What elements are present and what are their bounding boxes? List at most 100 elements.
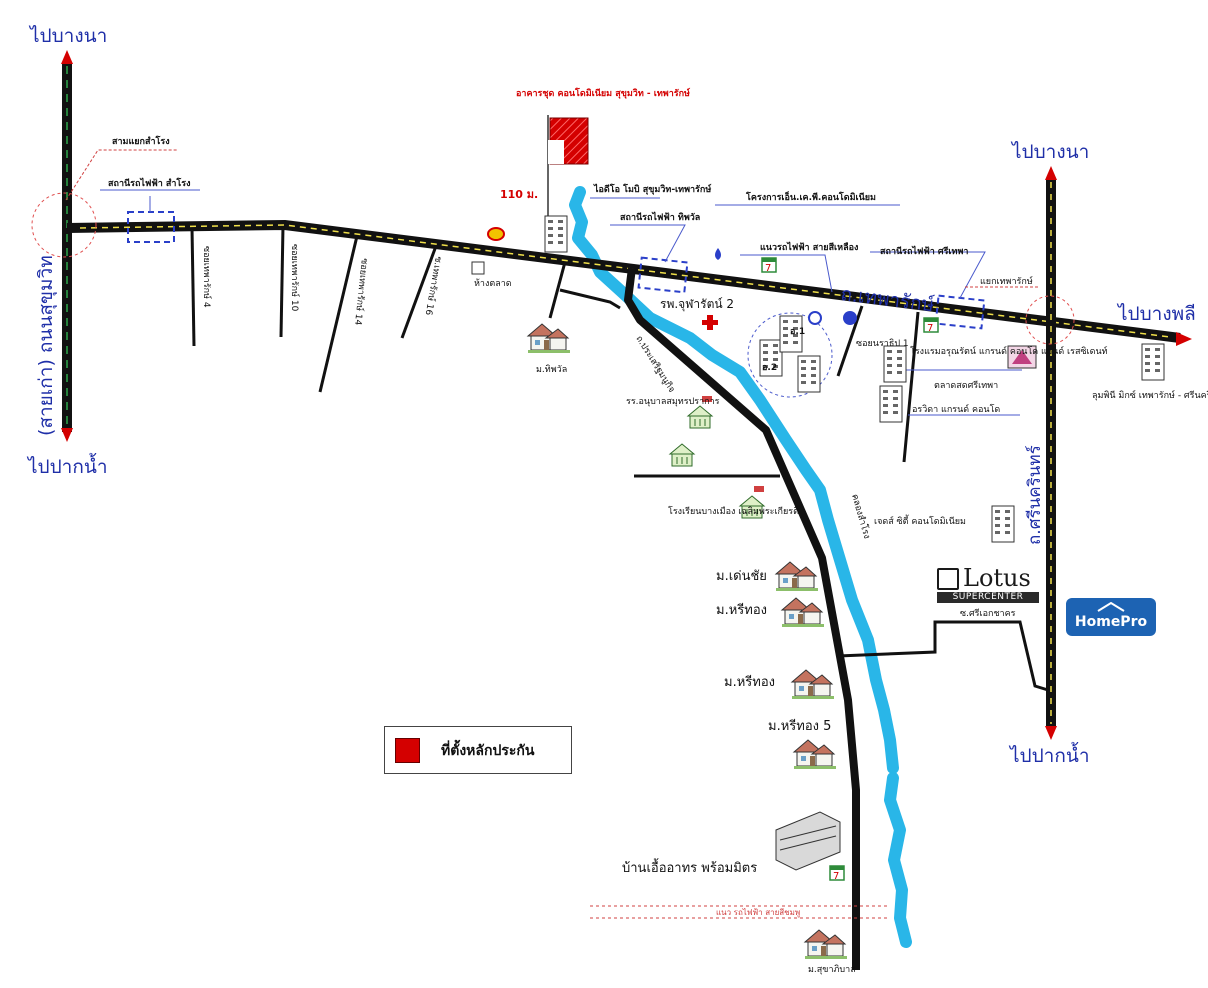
svg-text:7: 7 — [927, 323, 933, 334]
lumpini-label: ลุมพินี มิกซ์ เทพารักษ์ - ศรีนครินทร์ — [1092, 389, 1208, 401]
property-label: อาคารชุด คอนโดมิเนียม สุขุมวิท - เทพารัก… — [516, 87, 690, 99]
bts-samrong-marker — [127, 211, 175, 243]
tesco-icon — [471, 261, 485, 275]
soi-10 — [279, 225, 285, 338]
condo-b-building — [797, 355, 821, 393]
soi-tesco — [548, 261, 567, 319]
condo-paradee-label: ซอยนราธิป 1 — [856, 338, 909, 349]
soi-16-label: ซ.เทพารักษ์ 16 — [423, 255, 445, 316]
school-2-icon — [669, 443, 695, 467]
canal-line-label: แนว รถไฟฟ้า สายสีชมพู — [716, 908, 800, 918]
bts-thipwan-marker — [637, 256, 689, 294]
condo-a1-label: อ.1 — [790, 327, 805, 337]
bts-samrong-label: สถานีรถไฟฟ้า สำโรง — [108, 177, 191, 189]
village-suk-label: ม.สุขาภิบาล — [808, 964, 856, 975]
legend: ที่ตั้งหลักประกัน — [384, 726, 572, 774]
ban-ua-building — [775, 811, 841, 871]
soi-mid — [836, 305, 864, 377]
thepharak-junction-circle — [1025, 295, 1075, 345]
condo-project-label: โครงการเอ็น.เค.พี.คอนโดมิเนียม — [745, 190, 876, 203]
school-1-icon — [687, 405, 713, 429]
lotus-sub: SUPERCENTER — [937, 592, 1039, 603]
harris-building — [883, 345, 907, 383]
house-roof-icon — [1097, 602, 1125, 612]
condo-a2-label: อ.2 — [762, 363, 777, 373]
samrong-junction-circle — [31, 192, 97, 258]
lotus-road-label: ซ.ศรีเอกชาคร — [960, 608, 1016, 619]
ideo-label: ไอดีโอ โมบิ สุขุมวิท-เทพารักษ์ — [593, 183, 711, 195]
j-condo-building — [991, 505, 1015, 543]
prasertmanukit-road — [624, 267, 860, 970]
village-den-label: ม.เด่นชัย — [716, 569, 767, 584]
village-den-icon — [775, 561, 819, 592]
dir-right-bottom: ไปปากน้ำ — [1008, 742, 1090, 767]
bank-icon — [843, 311, 857, 325]
road-thepharak-label: ถ.เทพารักษ์ — [839, 283, 935, 316]
ban-ua-label: บ้านเอื้ออาทร พร้อมมิตร — [622, 858, 757, 876]
soi-village — [559, 288, 621, 310]
village-suk-icon — [804, 929, 848, 960]
arita-label: อรวิดา แกรนด์ คอนโด — [912, 403, 1000, 415]
seven-eleven-icon-2: 7 — [923, 317, 939, 334]
arrow-up-right — [1045, 166, 1057, 180]
road-srinakarin-label: ถ.ศรีนครินทร์ — [1025, 445, 1045, 545]
distance-label: 110 ม. — [500, 188, 538, 201]
dir-east: ไปบางพลี — [1116, 303, 1196, 325]
harris-label: โรงแรมอรุณรัตน์ แกรนด์ คอนโด แอนด์ เรสซิ… — [910, 345, 1108, 357]
svg-text:7: 7 — [833, 871, 839, 882]
legend-swatch — [395, 738, 420, 763]
legend-label: ที่ตั้งหลักประกัน — [441, 743, 535, 759]
lotus-icon — [937, 568, 959, 590]
soi-14 — [318, 235, 359, 393]
dir-right-top: ไปบางนา — [1010, 141, 1089, 163]
dir-left-bottom: ไปปากน้ำ — [26, 453, 108, 478]
thepharak-junction-label: แยกเทพารักษ์ — [980, 275, 1033, 287]
property-building — [544, 215, 568, 253]
arrow-down-left — [61, 428, 73, 442]
bts-srithepa-label: สถานีรถไฟฟ้า ศรีเทพา — [880, 245, 968, 257]
seven-eleven-icon-3: 7 — [829, 865, 845, 882]
homepro-logo: HomePro — [1066, 598, 1156, 636]
hospital-icon — [702, 315, 718, 330]
village-sri1-label: ม.หรีทอง — [716, 602, 767, 618]
dir-left-top: ไปบางนา — [28, 25, 107, 47]
tesco-label: ห้างตลาด — [474, 278, 512, 289]
village-sri1-icon — [781, 597, 825, 628]
soi-4 — [190, 227, 196, 347]
hospital-label: รพ.จุฬารัตน์ 2 — [660, 297, 734, 312]
arrow-east — [1176, 332, 1192, 346]
condo-area-circle — [747, 312, 833, 398]
soi-4-label: ซอยเทพารักษ์ 4 — [201, 246, 213, 308]
canal-khlong-lower — [884, 772, 912, 948]
village-thip-icon — [527, 323, 571, 354]
soi-16 — [400, 245, 438, 339]
village-sri5-label: ม.หรีทอง 5 — [768, 718, 831, 734]
arrow-up-left — [61, 50, 73, 64]
shell-icon — [487, 227, 505, 241]
school-2-label: โรงเรียนบางเมือง เฉลิมพระเกียรติ — [668, 506, 799, 517]
svg-text:7: 7 — [765, 263, 771, 274]
yellow-line-label: แนวรถไฟฟ้า สายสีเหลือง — [760, 241, 858, 253]
road-sukhumvit-label: (สายเก่า) ถนนสุขุมวิท — [35, 255, 58, 436]
samrong-junction-label: สามแยกสำโรง — [112, 135, 170, 147]
bts-circle-icon — [808, 311, 822, 325]
village-thip-label: ม.ทิพวัล — [536, 364, 567, 375]
seven-eleven-icon-1: 7 — [761, 257, 777, 274]
village-sri2-icon — [791, 669, 835, 700]
arrow-down-right — [1045, 726, 1057, 740]
bts-srithepa-marker — [934, 294, 986, 330]
soi-10-label: ซอยเทพารักษ์ 10 — [289, 244, 301, 312]
village-sri5-icon — [793, 739, 837, 770]
ptt-icon — [715, 248, 721, 260]
lotus-road — [837, 620, 1049, 692]
soi-14-label: ซอยเทพารักษ์ 14 — [352, 258, 371, 326]
lumpini-building — [1141, 343, 1165, 381]
lotus-name: Lotus — [963, 564, 1031, 592]
j-condo-label: เจดส์ ซิตี้ คอนโดมิเนียม — [874, 514, 966, 527]
bts-thipwan-label: สถานีรถไฟฟ้า ทิพวัล — [620, 211, 700, 223]
school-1-label: รร.อนุบาลสมุทรปราการ — [626, 397, 720, 407]
homepro-name: HomePro — [1074, 614, 1148, 630]
soi-east — [902, 311, 920, 463]
canal-label: คลองสำโรง — [849, 493, 872, 540]
